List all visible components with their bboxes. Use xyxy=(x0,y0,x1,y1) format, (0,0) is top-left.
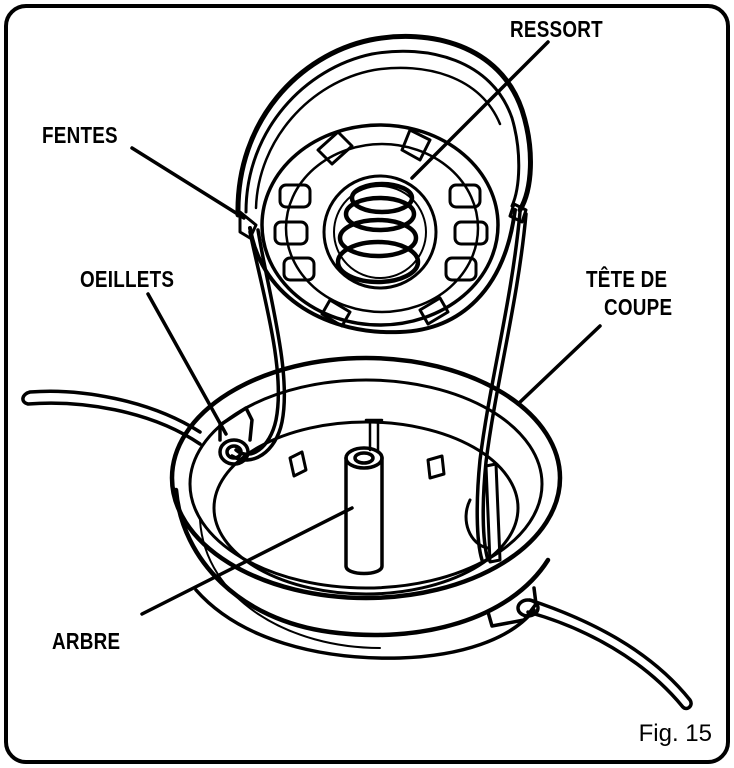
cutting-head-housing xyxy=(169,355,563,660)
cutting-line xyxy=(21,210,693,711)
label-tete-de-coupe-line2: COUPE xyxy=(604,294,673,320)
label-arbre: ARBRE xyxy=(52,628,121,654)
spring xyxy=(335,181,421,285)
leader-lines xyxy=(130,40,602,616)
right-eyelet xyxy=(486,586,540,628)
label-fentes: FENTES xyxy=(42,122,118,148)
label-tete-de-coupe-line1: TÊTE DE xyxy=(586,266,668,292)
figure-frame xyxy=(4,4,730,764)
spool-lid xyxy=(235,33,533,335)
figure-caption: Fig. 15 xyxy=(638,720,712,747)
left-eyelet xyxy=(218,406,254,466)
label-ressort: RESSORT xyxy=(510,16,603,42)
shaft xyxy=(344,418,384,576)
label-oeillets: OEILLETS xyxy=(80,266,175,292)
